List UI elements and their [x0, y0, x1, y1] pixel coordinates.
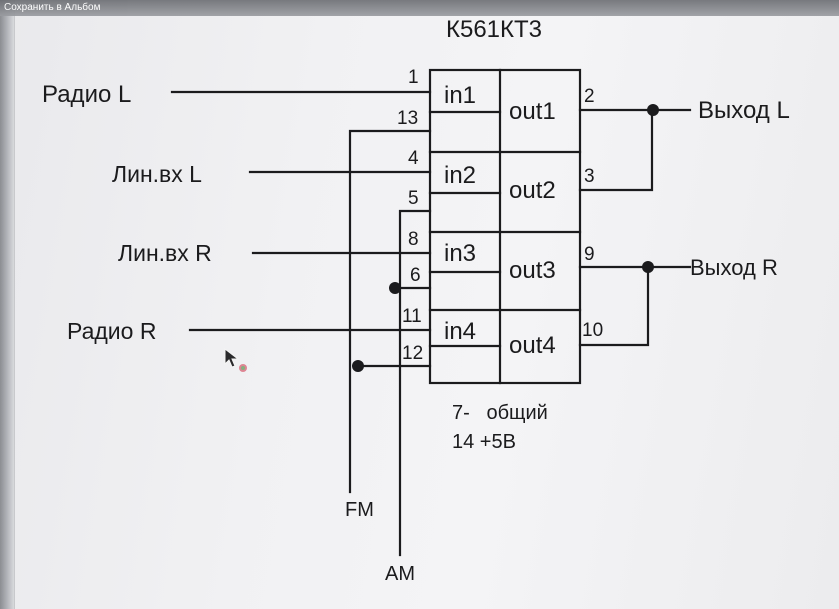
pin-number: 9 — [584, 244, 595, 265]
save-to-album-link[interactable]: Сохранить в Альбом — [4, 2, 101, 13]
cell-in2: in2 — [444, 162, 476, 189]
junction-dot — [352, 360, 364, 372]
note-ground: 7- общий — [452, 402, 548, 424]
junction-dot — [642, 261, 654, 273]
cell-out3: out3 — [509, 257, 556, 284]
pin-number: 12 — [402, 343, 423, 364]
cell-out2: out2 — [509, 177, 556, 204]
label-line-in-r: Лин.вх R — [118, 240, 212, 266]
pin-number: 3 — [584, 166, 595, 187]
label-radio-r: Радио R — [67, 318, 156, 344]
cell-in4: in4 — [444, 318, 476, 345]
cell-out1: out1 — [509, 98, 556, 125]
label-radio-l: Радио L — [42, 81, 131, 108]
cell-out4: out4 — [509, 332, 556, 359]
label-line-in-l: Лин.вх L — [112, 161, 202, 187]
monitor-bezel — [0, 0, 14, 609]
label-am: AM — [385, 563, 415, 585]
wire-out2 — [578, 108, 654, 192]
junction-dot — [647, 104, 659, 116]
drawing-canvas-frame — [14, 0, 839, 609]
wire-out4 — [578, 265, 650, 347]
junction-dot — [389, 282, 401, 294]
cell-in1: in1 — [444, 82, 476, 109]
mouse-pointer-icon — [224, 348, 247, 372]
wire-fm-bus — [348, 129, 432, 494]
pin-number: 6 — [410, 265, 421, 286]
pin-number: 10 — [582, 320, 603, 341]
pin-number: 4 — [408, 148, 419, 169]
photo-toolbar: Сохранить в Альбом — [0, 0, 839, 16]
pin-number: 1 — [408, 67, 419, 88]
cell-in3: in3 — [444, 240, 476, 267]
wire-am-bus — [398, 209, 432, 557]
pin-number: 5 — [408, 188, 419, 209]
pin-number: 11 — [402, 306, 422, 327]
pin-number: 8 — [408, 229, 419, 250]
chip-title: К561КТ3 — [446, 16, 542, 43]
label-fm: FM — [345, 499, 374, 521]
label-out-l: Выход L — [698, 97, 790, 124]
pin-number: 2 — [584, 86, 595, 107]
pin-number: 13 — [397, 108, 418, 129]
note-power: 14 +5В — [452, 431, 516, 453]
chip-body — [428, 68, 582, 385]
label-out-r: Выход R — [690, 255, 778, 280]
